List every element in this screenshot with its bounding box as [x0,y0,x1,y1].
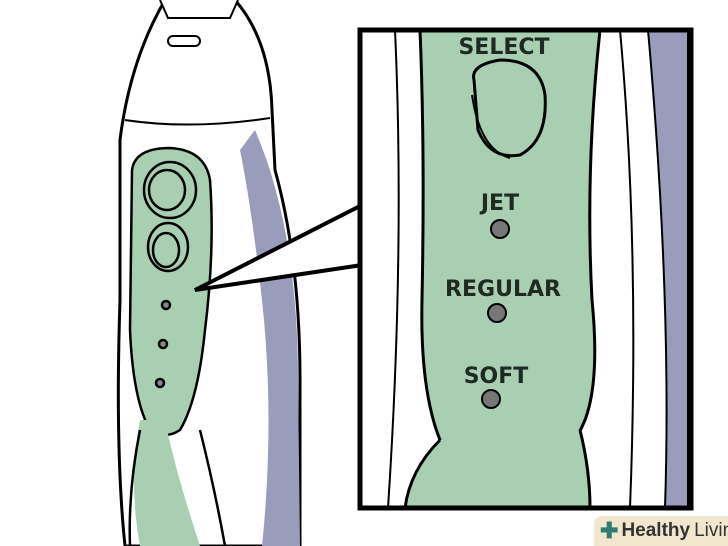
watermark-sub: Living [694,520,728,541]
jet-button [490,219,510,239]
watermark-brand: Healthy [621,520,691,541]
regular-button [487,303,507,323]
soft-button [481,389,501,409]
jet-label: JET [479,191,519,216]
zoom-inset: SELECT JET REGULAR SOFT [357,27,694,511]
soft-label: SOFT [464,364,529,389]
device-green-panel [128,146,227,546]
plus-leaf-icon: ✚ [600,518,619,543]
watermark: ✚ Healthy Living [594,516,728,546]
regular-label: REGULAR [445,277,561,302]
select-label: SELECT [458,35,549,60]
